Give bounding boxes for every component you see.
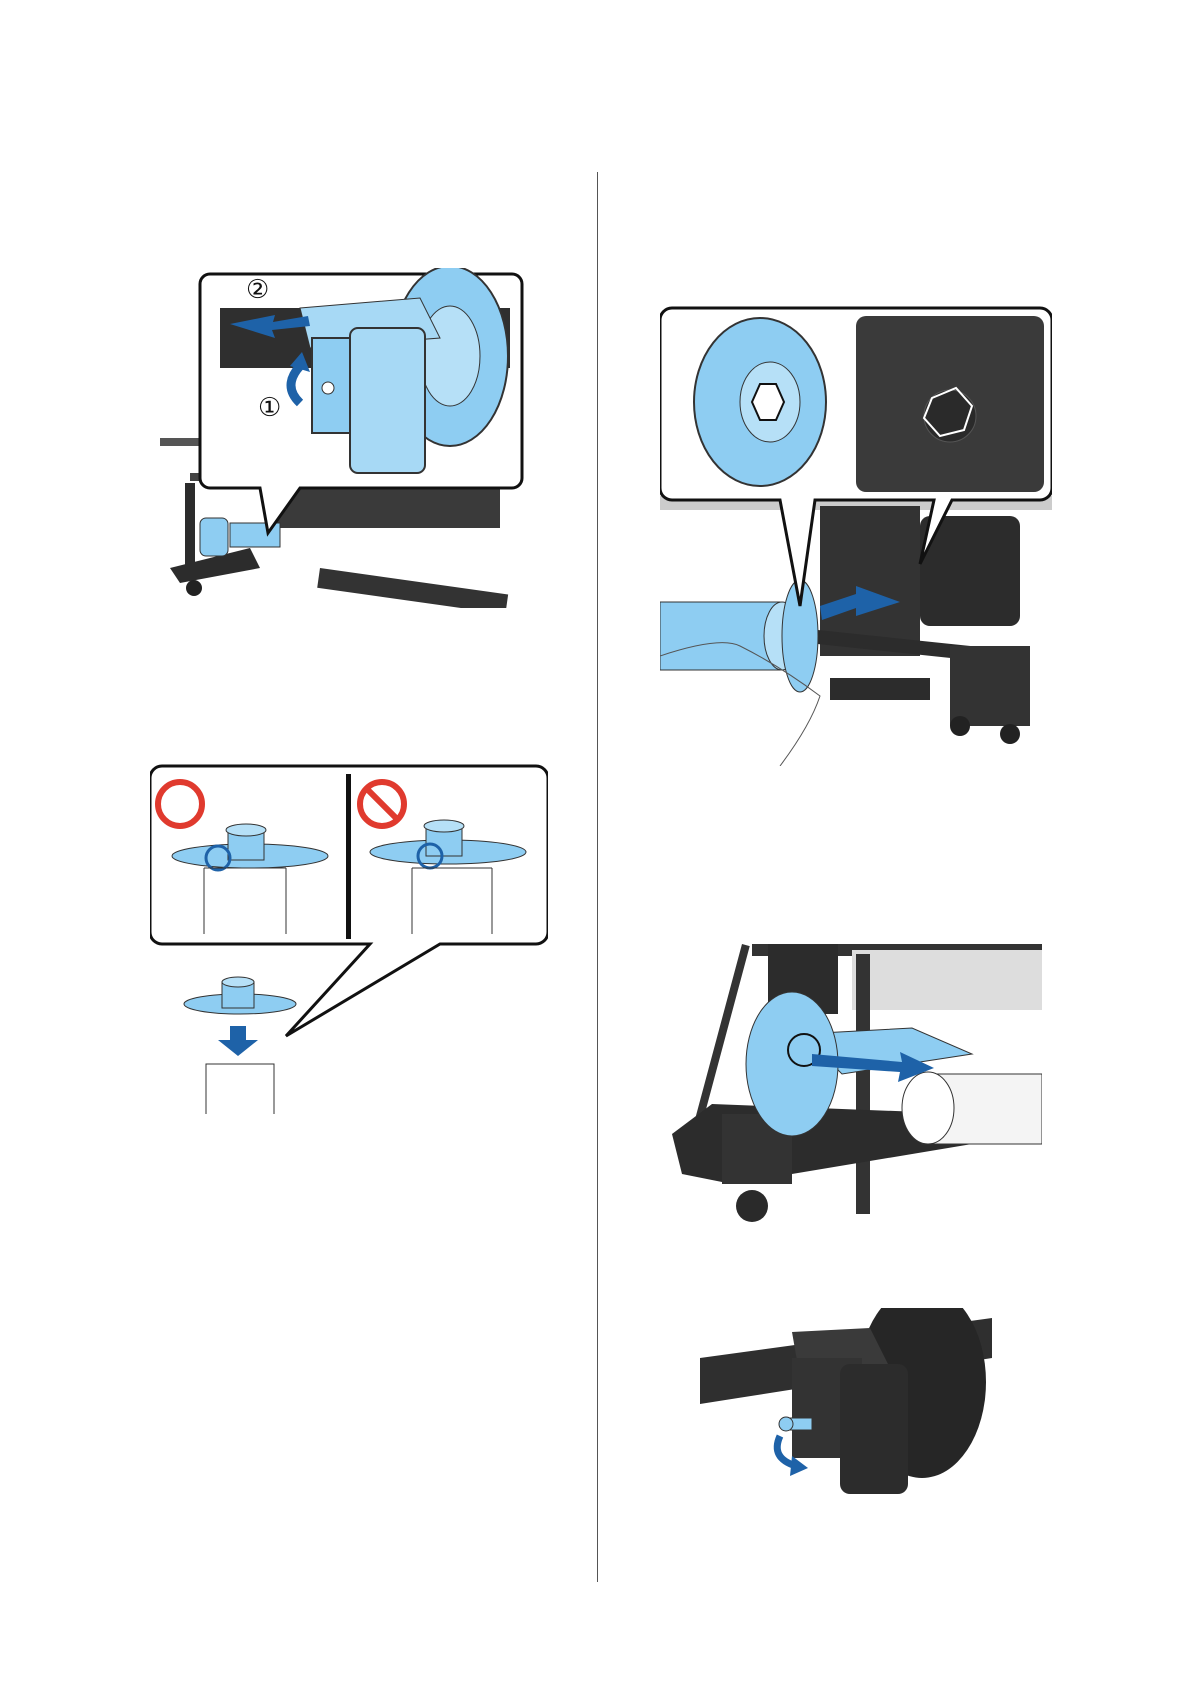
roll-holder bbox=[792, 1308, 986, 1494]
attach-holder-illustration bbox=[672, 944, 1042, 1230]
tighten-screw-illustration bbox=[700, 1308, 992, 1498]
notch-alignment-illustration bbox=[150, 764, 548, 1114]
roll-holder-release-illustration: ② ① bbox=[150, 268, 530, 608]
roll bbox=[902, 1072, 1042, 1144]
shaft-detail bbox=[856, 316, 1044, 492]
placing-part bbox=[184, 977, 296, 1114]
step-2-label: ② bbox=[246, 275, 269, 305]
comparison-separator bbox=[346, 774, 351, 939]
holder-face-detail bbox=[694, 318, 826, 486]
screw-knob bbox=[779, 1417, 812, 1431]
step-1-label: ① bbox=[258, 393, 281, 423]
roll-core bbox=[660, 580, 818, 692]
insert-holder-illustration bbox=[660, 306, 1052, 766]
column-divider bbox=[597, 172, 598, 1582]
